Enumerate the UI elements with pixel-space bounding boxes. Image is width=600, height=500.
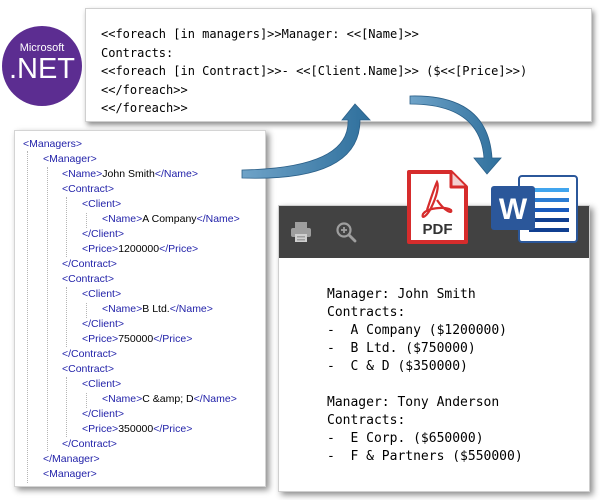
template-line: <<foreach [in Contract]>>- <<[Client.Nam… [101,64,528,78]
xml-manager-open: <Manager> [43,153,97,165]
result-line: Manager: John Smith [327,287,476,302]
xml-client-open: <Client> [82,198,122,210]
xml-contract-close: </Contract> [62,438,117,450]
xml-price: <Price>350000</Price> [82,423,193,435]
logo-brand-small: Microsoft [19,42,65,54]
printer-icon[interactable] [289,220,313,244]
xml-manager-name: <Name>John Smith</Name> [62,168,199,180]
xml-contract-open: <Contract> [62,363,114,375]
xml-manager-close: </Manager> [43,453,100,465]
xml-contract-open: <Contract> [62,273,114,285]
template-line: Contracts: [101,45,174,60]
result-line: Contracts: [327,413,406,428]
xml-client-name: <Name>B Ltd.</Name> [102,303,213,315]
xml-contract-open: <Contract> [62,183,114,195]
xml-client-open: <Client> [82,288,122,300]
xml-client-close: </Client> [82,408,125,420]
xml-next-manager-open: <Manager> [43,468,97,480]
xml-managers-open: <Managers> [23,138,82,150]
xml-price: <Price>750000</Price> [82,333,193,345]
result-line: Manager: Tony Anderson [327,395,500,410]
template-line: <</foreach>> [101,101,188,115]
word-label: W [499,193,528,226]
result-line: - E Corp. ($650000) [327,431,484,446]
xml-price: <Price>1200000</Price> [82,243,199,255]
xml-data-box: <Managers> <Manager> <Name>John Smith</N… [14,130,266,487]
xml-client-name: <Name>C &amp; D</Name> [102,393,237,405]
template-line: <</foreach>> [101,82,188,97]
xml-client-open: <Client> [82,378,122,390]
xml-client-close: </Client> [82,318,125,330]
xml-contract-close: </Contract> [62,348,117,360]
xml-contract-close: </Contract> [62,258,117,270]
pdf-file-icon: PDF [407,170,468,244]
dotnet-logo: Microsoft .NET [2,26,82,106]
xml-client-name: <Name>A Company</Name> [102,213,240,225]
result-line: - F & Partners ($550000) [327,449,523,464]
xml-client-close: </Client> [82,228,125,240]
logo-brand-big: .NET [8,53,76,85]
zoom-icon[interactable] [334,220,358,244]
word-file-icon: W [491,175,578,243]
result-line: - C & D ($350000) [327,359,468,374]
result-line: Contracts: [327,305,406,320]
result-line: - B Ltd. ($750000) [327,341,476,356]
pdf-label: PDF [423,221,453,238]
template-code-box: <<foreach [in managers]>>Manager: <<[Nam… [85,8,592,122]
result-line: - A Company ($1200000) [327,323,508,338]
template-line: <<foreach [in managers]>>Manager: <<[Nam… [101,27,419,41]
